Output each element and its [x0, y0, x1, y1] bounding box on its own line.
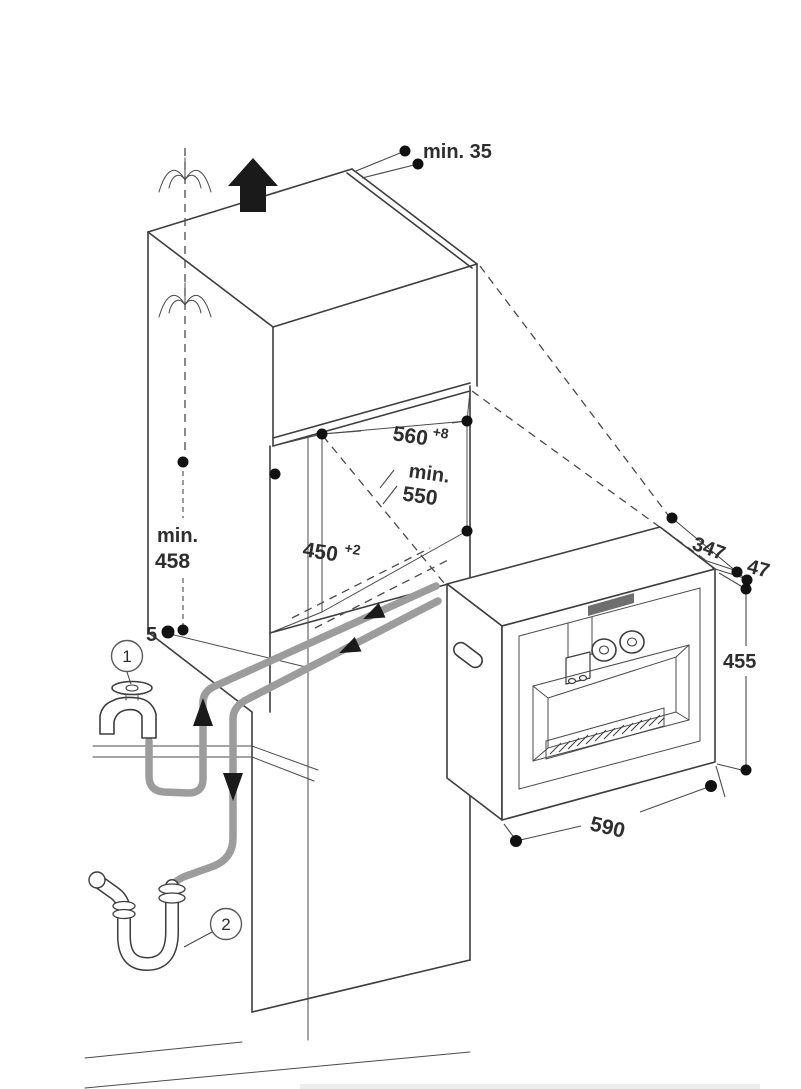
drip-tray-recess — [532, 644, 690, 762]
drip-tray-grille — [545, 707, 665, 760]
supply-hose — [145, 582, 440, 797]
dim-height-455-label: 455 — [723, 651, 756, 673]
siphon-outlet — [88, 871, 106, 889]
dim-niche-width-label: 560 — [391, 422, 429, 450]
siphon-collar — [158, 892, 186, 904]
hose-path-dashed-line — [314, 557, 453, 629]
callout-2-number: 2 — [221, 915, 230, 934]
dim-top-clearance-label: min. 35 — [423, 141, 492, 163]
siphon-collar — [112, 908, 136, 920]
spout-nozzle — [578, 674, 588, 682]
display-strip — [588, 593, 634, 616]
break-symbol-icon — [158, 282, 212, 318]
flow-arrow-hose-icon — [363, 602, 386, 620]
coffee-machine — [446, 526, 716, 821]
flow-arrow-hose-icon — [339, 636, 362, 654]
airflow-arrow-icon — [228, 158, 278, 212]
machine-front-face — [501, 568, 716, 821]
siphon-icon — [88, 871, 186, 971]
drain-hose — [168, 597, 442, 893]
dim-bottom-gap-label: 5 — [146, 624, 157, 646]
callout-1-number: 1 — [122, 647, 131, 666]
callout-2-badge: 2 — [183, 907, 243, 948]
bottom-edge-artifact — [300, 1084, 760, 1089]
dim-niche-height-tolerance: +2 — [344, 540, 362, 558]
flow-arrow-up-icon — [193, 698, 213, 726]
spout-nozzle — [567, 677, 577, 685]
wall-dashed-line — [158, 148, 212, 455]
side-handle — [453, 641, 483, 669]
break-symbol-icon — [158, 157, 212, 193]
dim-niche-depth-label-line2: 550 — [401, 483, 439, 511]
flow-arrow-down-icon — [223, 773, 243, 801]
dim-width-590-label: 590 — [588, 812, 627, 842]
dim-niche-height-label: 450 — [301, 538, 339, 566]
dimension-lines — [161, 145, 753, 847]
control-knob-left-center — [598, 645, 610, 655]
dim-side-height-label-line2: 458 — [155, 550, 190, 573]
control-knob-right-center — [626, 637, 638, 647]
dim-side-height-label-line1: min. — [157, 525, 198, 547]
dim-niche-width-tolerance: +8 — [432, 423, 450, 441]
water-tap-icon — [99, 680, 157, 739]
label-backing — [149, 521, 201, 575]
machine-left-face — [446, 583, 503, 821]
hose-path-dashed-line — [291, 547, 431, 619]
callout-1-badge: 1 — [110, 639, 144, 685]
